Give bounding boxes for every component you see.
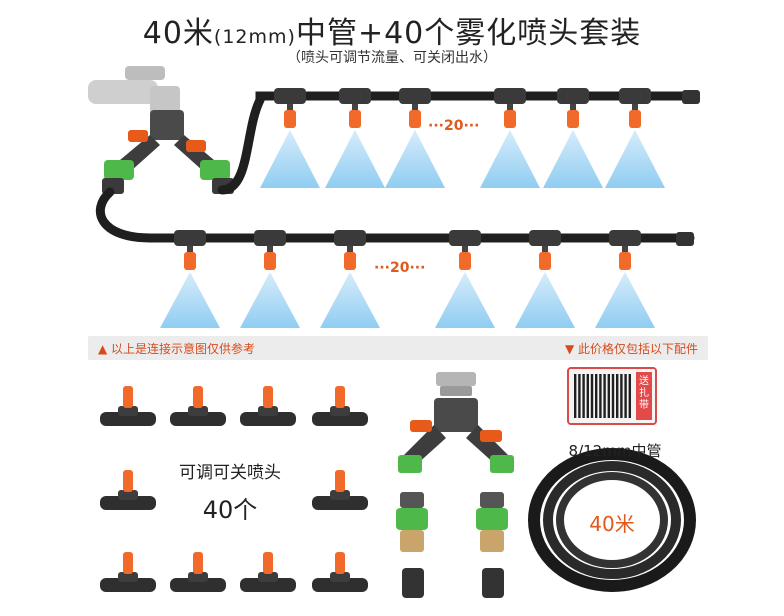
- nozzle-icon: [619, 88, 651, 128]
- nozzle-icon: [240, 386, 296, 426]
- nozzle-icon: [100, 386, 156, 426]
- title-diameter: (12mm): [213, 26, 296, 48]
- nozzle-icon: [240, 552, 296, 592]
- nozzle-icon: [170, 386, 226, 426]
- nozzle-icon: [609, 230, 641, 270]
- mist-spray: [595, 272, 655, 328]
- nozzle-icon: [339, 88, 371, 128]
- row2-count: ···20···: [374, 260, 426, 276]
- mist-spray: [240, 272, 300, 328]
- nozzle-icon: [174, 230, 206, 270]
- nozzle-icon: [449, 230, 481, 270]
- mist-spray: [325, 130, 385, 188]
- faucet-icon: [88, 66, 180, 116]
- quick-connector-icon: [396, 492, 428, 552]
- nozzle-icon: [399, 88, 431, 128]
- mist-spray: [260, 130, 320, 188]
- end-plug-icon: [402, 568, 504, 598]
- page-subtitle: （喷头可调节流量、可关闭出水）: [287, 50, 497, 66]
- info-bar: ▲ 以上是连接示意图仅供参考 ▼ 此价格仅包括以下配件: [88, 336, 708, 360]
- mist-spray: [160, 272, 220, 328]
- mist-spray: [543, 130, 603, 188]
- page-title: 40米(12mm)中管+40个雾化喷头套装: [0, 8, 784, 52]
- title-kit: 中管+40个雾化喷头套装: [295, 16, 642, 51]
- mist-spray: [515, 272, 575, 328]
- info-right: ▼ 此价格仅包括以下配件: [564, 342, 698, 356]
- nozzle-icon: [254, 230, 286, 270]
- hose-label: 8/12mm中管: [568, 442, 662, 460]
- tie-label: 送扎带: [639, 376, 649, 411]
- nozzle-icon: [334, 230, 366, 270]
- mist-spray: [605, 130, 665, 188]
- nozzle-icon: [312, 552, 368, 592]
- cable-tie-icon: [567, 367, 657, 425]
- nozzle-icon: [494, 88, 526, 128]
- nozzle-icon: [312, 470, 368, 510]
- nozzle-icon: [274, 88, 306, 128]
- quick-connector-icon: [476, 492, 508, 552]
- mist-spray: [385, 130, 445, 188]
- nozzle-icon: [529, 230, 561, 270]
- nozzle-icon: [100, 552, 156, 592]
- mist-spray: [480, 130, 540, 188]
- nozzle-icon: [312, 386, 368, 426]
- nozzle-icon: [100, 470, 156, 510]
- y-splitter-icon: [102, 110, 234, 194]
- bottom-pipe: [96, 187, 695, 243]
- hose-length: 40米: [589, 512, 635, 536]
- nozzle-icon: [170, 552, 226, 592]
- pipe-end-cap: [682, 90, 700, 104]
- info-left: ▲ 以上是连接示意图仅供参考: [98, 342, 256, 356]
- nozzle-count: 40个: [202, 496, 258, 524]
- row1-count: ···20···: [428, 118, 480, 134]
- mist-spray: [435, 272, 495, 328]
- title-length: 40米: [142, 16, 214, 51]
- top-pipe: [217, 91, 695, 195]
- pipe-end-cap: [676, 232, 694, 246]
- y-splitter-icon: [398, 398, 514, 473]
- nozzle-label: 可调可关喷头: [179, 463, 281, 483]
- mist-spray: [320, 272, 380, 328]
- nozzle-icon: [557, 88, 589, 128]
- adapter-icon: [436, 372, 476, 396]
- hose-coil-icon: [528, 448, 696, 592]
